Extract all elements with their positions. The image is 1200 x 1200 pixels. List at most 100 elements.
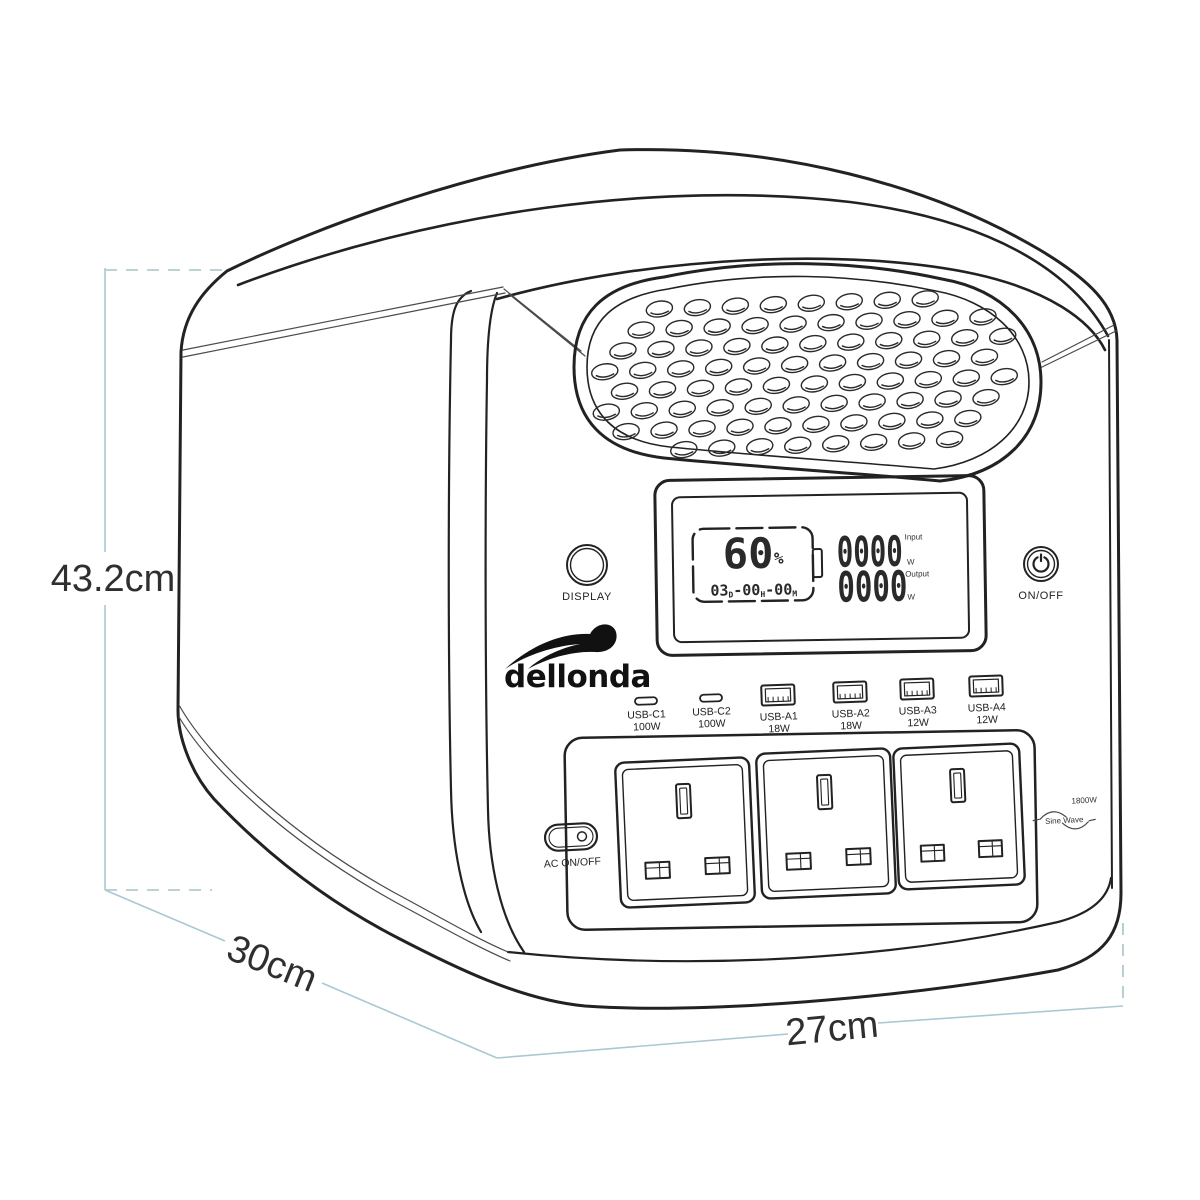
vent-hole — [858, 393, 886, 411]
usb-c-icon — [634, 696, 658, 706]
vent-hole — [821, 435, 850, 453]
vent-hole — [797, 294, 826, 312]
vent-hole — [855, 312, 883, 330]
vent-hole — [762, 376, 791, 395]
ac-on-off-button: AC ON/OFF — [543, 822, 601, 870]
vent-hole — [878, 412, 906, 431]
usb-a4-port: USB-A4 12W — [968, 674, 1006, 726]
vent-hole — [896, 391, 924, 410]
usb-c-icon — [699, 693, 723, 703]
sine-wave-icon — [1032, 811, 1096, 830]
vent-hole — [645, 300, 674, 318]
runtime-minutes-unit: M — [792, 589, 797, 598]
battery-terminal — [811, 548, 824, 579]
device-outline — [176, 148, 1123, 1010]
vent-hole — [668, 400, 697, 418]
vent-hole — [741, 316, 769, 335]
usb-a2-port: USB-A2 18W — [832, 680, 870, 733]
vent-hole — [783, 436, 812, 454]
vent-hole — [969, 308, 997, 326]
vent-hole — [648, 381, 677, 399]
vent-hole — [683, 298, 712, 317]
vent-hole — [742, 357, 771, 375]
vent-hole — [916, 411, 944, 429]
display-button: DISPLAY — [562, 544, 611, 603]
grille-inner-border — [586, 275, 1030, 470]
top-front-edge-line — [495, 257, 1107, 352]
neutral-pin-slot — [704, 856, 731, 876]
input-value: 0000 — [836, 527, 903, 577]
vent-hole — [914, 370, 943, 389]
usb-port-power: 12W — [907, 717, 929, 730]
vent-hole — [706, 399, 734, 417]
vent-hole — [988, 327, 1017, 346]
ac-socket-2 — [755, 747, 897, 900]
vent-hole — [723, 337, 751, 356]
vent-hole — [591, 363, 619, 381]
vent-hole — [875, 331, 903, 350]
vent-hole — [912, 330, 941, 348]
runtime-hours: -00 — [733, 581, 760, 599]
vent-hole — [647, 340, 675, 359]
dimension-height-label: 43.2cm — [51, 558, 176, 600]
vent-hole — [708, 439, 736, 457]
vent-hole — [873, 291, 901, 310]
usb-port-name: USB-A4 — [968, 701, 1006, 714]
device-body — [176, 148, 1123, 1010]
usb-port-name: USB-A1 — [760, 710, 798, 723]
vent-hole — [817, 313, 845, 332]
vent-hole — [627, 321, 655, 339]
dimension-depth-line — [104, 889, 498, 1059]
input-label: Input — [905, 532, 924, 541]
vent-hole — [894, 351, 923, 369]
lcd-panel — [653, 474, 988, 657]
side-bottom-seam — [178, 704, 511, 962]
dimension-width-label: 27cm — [784, 1004, 881, 1055]
earth-pin-slot — [674, 782, 693, 820]
front-panel-left-line — [484, 291, 526, 954]
vent-hole — [703, 318, 731, 336]
output-unit: W — [907, 593, 915, 602]
ac-button-dot — [576, 831, 588, 842]
vent-hole — [704, 358, 733, 377]
power-button-label: ON/OFF — [1018, 590, 1063, 602]
earth-pin-slot — [815, 773, 834, 811]
battery-gauge-icon — [691, 526, 824, 604]
runtime-value: 03D-00H-00M — [710, 580, 797, 599]
usb-c1-port: USB-C1 100W — [627, 696, 666, 734]
dimension-width-line — [496, 1005, 1124, 1059]
vent-hole — [800, 375, 829, 393]
ac-button-outline — [543, 822, 599, 852]
grille-outer-border — [572, 262, 1043, 483]
usb-a-icon — [968, 674, 1004, 698]
front-left-corner-line — [447, 289, 483, 934]
vent-hole — [990, 367, 1019, 386]
vent-hole — [876, 372, 905, 390]
sine-wave-badge: 1800W Sine Wave — [1032, 795, 1098, 830]
live-pin-slot — [644, 860, 671, 880]
vent-hole — [931, 309, 959, 328]
usb-a-icon — [832, 680, 868, 704]
ac-button-inner — [548, 826, 594, 848]
brand-name: dellonda — [504, 659, 651, 695]
usb-c2-port: USB-C2 100W — [692, 693, 731, 730]
lcd-screen — [671, 491, 971, 644]
vent-hole — [685, 339, 713, 357]
usb-port-power: 18W — [840, 720, 862, 733]
vent-hole — [802, 415, 830, 434]
wave-swoosh-icon — [505, 624, 617, 669]
vent-hole — [950, 329, 979, 347]
earth-pin-slot — [949, 767, 967, 804]
usb-port-power: 100W — [633, 721, 661, 734]
power-button: ON/OFF — [1018, 546, 1063, 602]
vent-hole — [610, 382, 639, 400]
top-lid-edge-line — [236, 193, 1110, 338]
vent-hole — [952, 369, 981, 387]
runtime-days-unit: D — [728, 590, 733, 599]
vent-hole — [935, 430, 964, 449]
dimension-depth-label: 30cm — [221, 927, 323, 1001]
ac-socket-3 — [892, 742, 1026, 891]
vent-hole — [670, 440, 698, 459]
